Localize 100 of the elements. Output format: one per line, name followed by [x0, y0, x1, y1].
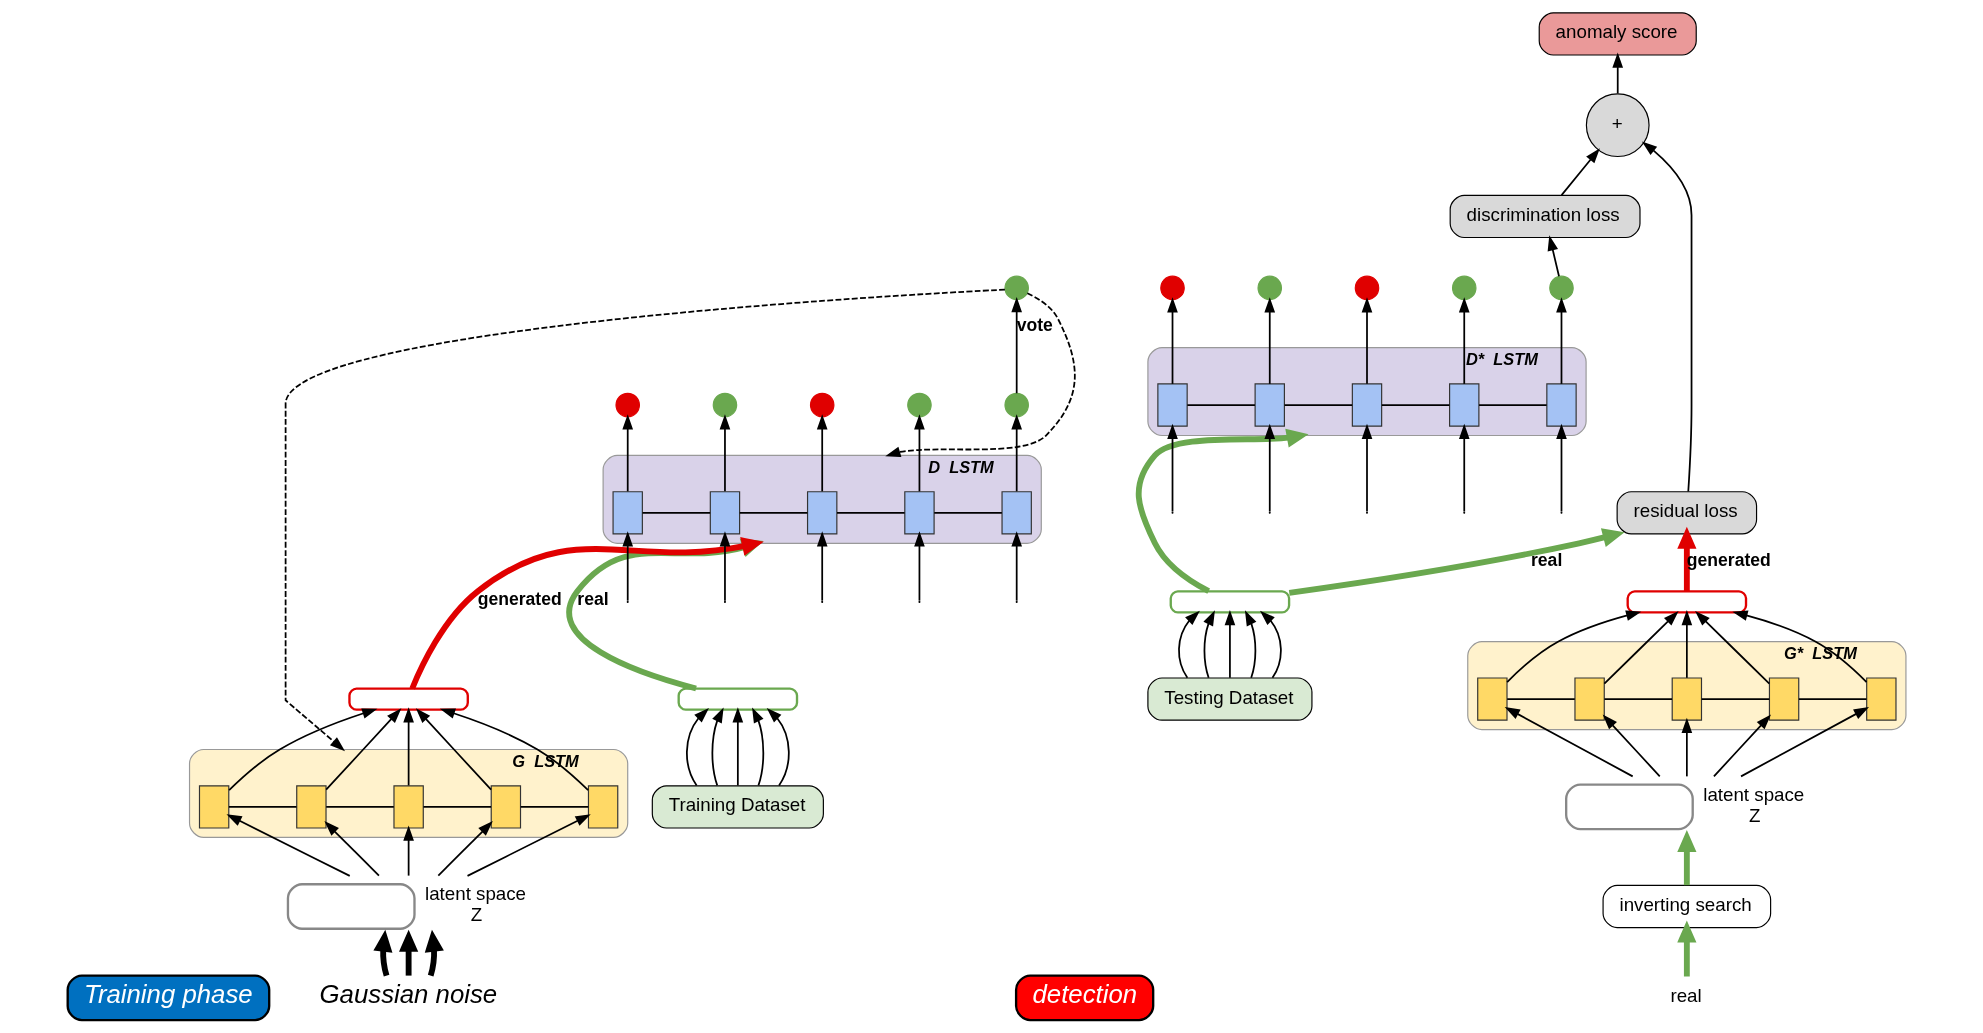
node-circle — [1451, 275, 1477, 301]
connector — [1478, 404, 1548, 406]
node-circle — [1257, 275, 1283, 301]
arrow — [1011, 531, 1023, 602]
node-box — [709, 491, 741, 535]
arrow — [816, 531, 828, 602]
node-box — [1001, 491, 1032, 535]
node-curve — [1626, 590, 1748, 614]
node-box — [1449, 383, 1480, 427]
connector — [1603, 698, 1673, 700]
arrow — [439, 708, 589, 792]
connector — [738, 511, 809, 514]
connector — [1798, 698, 1868, 700]
node-curve — [348, 687, 469, 711]
node-box: anomaly score — [1538, 12, 1697, 56]
node-label: Z — [470, 904, 483, 926]
arrow — [1203, 610, 1215, 679]
node-circle — [907, 392, 932, 418]
arrow — [816, 414, 828, 493]
node-text: real — [1670, 985, 1702, 1007]
node-label: Z — [1748, 804, 1761, 826]
node-box: detection — [1014, 974, 1155, 1022]
arrow — [732, 707, 744, 787]
arrow — [1603, 611, 1679, 685]
arrow — [914, 414, 925, 493]
arrow — [1740, 706, 1870, 778]
node-box — [1157, 383, 1188, 427]
arrow — [1135, 428, 1309, 594]
node-box — [296, 785, 327, 829]
node-circle — [1354, 275, 1380, 301]
arrow — [719, 531, 731, 602]
arrow — [686, 707, 709, 787]
arrow — [325, 708, 402, 791]
connector — [1186, 404, 1256, 406]
node-circle — [1160, 275, 1185, 301]
arrow — [622, 531, 634, 602]
node-box — [1351, 383, 1383, 427]
arrow — [437, 821, 493, 877]
cluster: D* LSTM — [1147, 347, 1587, 437]
arrow — [1167, 423, 1178, 513]
arrow — [1506, 610, 1642, 683]
arrow — [1011, 414, 1023, 493]
node-box — [904, 491, 935, 535]
arrow — [1260, 610, 1282, 679]
node-circle — [1004, 392, 1029, 418]
connector — [519, 806, 590, 808]
arrow — [885, 292, 1076, 457]
arrow — [1288, 528, 1625, 596]
node-circle: + — [1585, 93, 1650, 158]
arrow — [284, 288, 1006, 752]
arrow — [1458, 423, 1470, 513]
node-box — [1574, 677, 1605, 721]
arrow — [1677, 830, 1697, 886]
arrow — [1732, 610, 1868, 683]
arrow — [1556, 297, 1567, 385]
connector — [836, 511, 906, 514]
node-box: Training Dataset — [651, 785, 824, 829]
arrow — [1224, 610, 1236, 679]
connector — [325, 806, 395, 808]
arrow — [373, 929, 393, 977]
node-box — [806, 491, 838, 535]
node-box — [1546, 383, 1577, 427]
arrow — [766, 707, 790, 787]
node-box: Training phase — [66, 974, 271, 1022]
connector — [422, 806, 492, 808]
node-circle — [1004, 275, 1029, 301]
node-text: Gaussian noise — [319, 980, 498, 1009]
edge-label: real — [577, 588, 609, 609]
node-box: inverting search — [1602, 884, 1772, 929]
arrow — [1695, 611, 1771, 685]
connector — [1283, 404, 1354, 406]
node-curve — [1565, 783, 1694, 831]
node-box — [1768, 677, 1800, 721]
arrow — [1244, 610, 1257, 679]
connector — [933, 511, 1003, 514]
arrow — [1011, 296, 1023, 395]
arrow — [1547, 235, 1560, 278]
arrow — [1167, 297, 1178, 385]
node-box — [1477, 677, 1508, 721]
arrow — [1681, 610, 1693, 679]
arrow — [226, 814, 351, 877]
connector — [228, 806, 298, 808]
arrow — [622, 414, 634, 493]
node-circle — [1549, 275, 1574, 301]
node-curve — [677, 687, 799, 711]
arrow — [228, 708, 378, 792]
arrow — [399, 929, 419, 976]
node-box — [393, 785, 424, 829]
connector — [1380, 404, 1451, 406]
edge-label: real — [1531, 549, 1563, 570]
connector — [1506, 698, 1576, 700]
arrow — [1361, 297, 1373, 385]
arrow — [1602, 714, 1661, 778]
arrow — [1458, 297, 1470, 385]
arrow — [914, 531, 925, 602]
arrow — [1178, 610, 1200, 679]
node-box — [612, 491, 643, 535]
node-curve — [286, 883, 416, 930]
connector — [641, 511, 712, 514]
node-label: latent space — [425, 883, 527, 905]
